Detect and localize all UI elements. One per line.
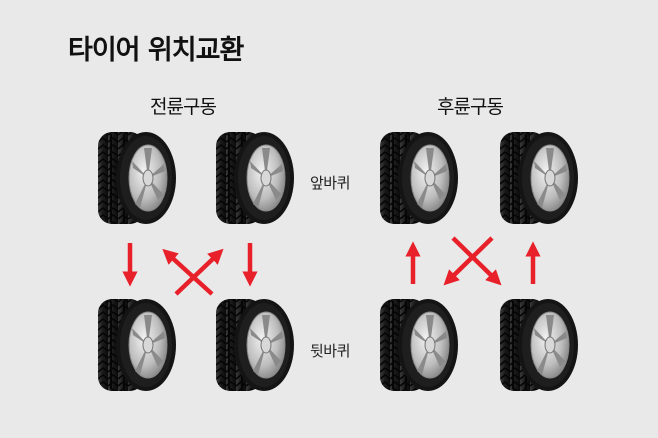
tire-rwd-front-left bbox=[379, 131, 459, 225]
arrow-fwd-cross-to-front-right bbox=[174, 248, 224, 296]
arrow-fwd-cross-to-front-left bbox=[162, 248, 214, 296]
row-label-front: 앞바퀴 bbox=[310, 174, 350, 192]
tire-fwd-rear-left bbox=[97, 298, 177, 392]
tire-fwd-rear-right bbox=[215, 298, 295, 392]
tire-fwd-front-left bbox=[97, 131, 177, 225]
arrow-rwd-cross-to-rear-left bbox=[443, 236, 494, 286]
arrow-rwd-cross-to-rear-right bbox=[451, 236, 502, 286]
tire-fwd-front-right bbox=[215, 131, 295, 225]
tire-rwd-front-right bbox=[499, 131, 579, 225]
section-title-front-wheel-drive: 전륜구동 bbox=[150, 96, 217, 118]
section-title-rear-wheel-drive: 후륜구동 bbox=[437, 96, 504, 118]
page-title: 타이어 위치교환 bbox=[68, 35, 244, 66]
tire-rwd-rear-left bbox=[379, 298, 459, 392]
tire-rwd-rear-right bbox=[499, 298, 579, 392]
row-label-rear: 뒷바퀴 bbox=[310, 342, 350, 360]
